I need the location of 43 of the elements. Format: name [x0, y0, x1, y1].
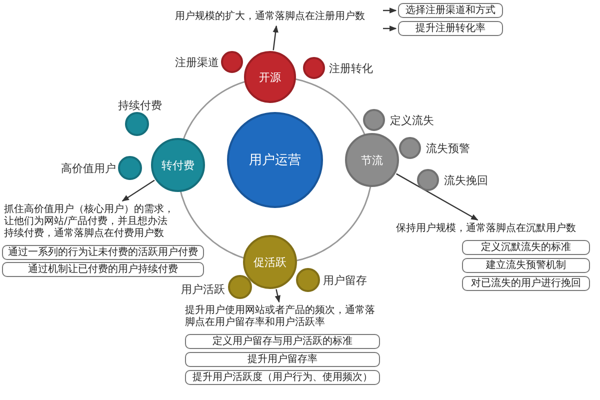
arrow [383, 8, 397, 14]
arrow [396, 173, 478, 221]
category-circle: 转付费 [151, 138, 205, 192]
circle-label: 流失挽回 [444, 173, 488, 188]
small-circle [118, 156, 142, 180]
arrow [383, 26, 397, 32]
small-circle [125, 112, 149, 136]
arrow [274, 289, 280, 303]
small-circle [363, 109, 385, 131]
description-text: 保持用户规模，通常落脚点在沉默用户数 [396, 222, 591, 236]
circle-label: 用户留存 [323, 273, 367, 288]
description-text: 抓住高价值用户（核心用户）的需求，让他们为网站/产品付费，并且想办法持续付费，通常落脚点在付费用户数 [4, 203, 176, 241]
small-circle [221, 51, 243, 73]
small-circle [228, 275, 252, 299]
arrow [272, 25, 278, 50]
description-text: 用户规模的扩大，通常落脚点在注册用户数 [175, 10, 380, 24]
action-box: 定义沉默流失的标准 [462, 240, 590, 255]
circle-label: 高价值用户 [61, 161, 116, 176]
small-circle [303, 57, 325, 79]
action-box: 定义用户留存与用户活跃的标准 [185, 334, 380, 349]
circle-label: 注册渠道 [175, 55, 219, 70]
category-circle: 节流 [345, 133, 399, 187]
circle-label: 持续付费 [118, 98, 162, 113]
small-circle [296, 268, 320, 292]
circle-label: 流失预警 [426, 141, 470, 156]
action-box: 建立流失预警机制 [462, 258, 590, 273]
small-circle [399, 137, 421, 159]
circle-label: 注册转化 [329, 61, 373, 76]
action-box: 通过一系列的行为让未付费的活跃用户付费 [2, 245, 204, 260]
action-box: 通过机制让已付费的用户持续付费 [2, 262, 204, 277]
small-circle [417, 169, 439, 191]
action-box: 提升用户留存率 [185, 352, 380, 367]
action-box: 提升注册转化率 [398, 21, 503, 36]
arrow [122, 180, 155, 202]
circle-label: 定义流失 [390, 113, 434, 128]
action-box: 提升用户活跃度（用户行为、使用频次） [185, 370, 380, 385]
action-box: 对已流失的用户进行挽回 [462, 276, 590, 291]
action-box: 选择注册渠道和方式 [398, 3, 503, 18]
description-text: 提升用户使用网站或者产品的频次，通常落脚点在用户留存率和用户活跃率 [185, 304, 380, 330]
center-circle: 用户运营 [227, 112, 323, 208]
category-circle: 促活跃 [243, 235, 297, 289]
circle-label: 用户活跃 [181, 282, 225, 297]
category-circle: 开源 [244, 51, 296, 103]
